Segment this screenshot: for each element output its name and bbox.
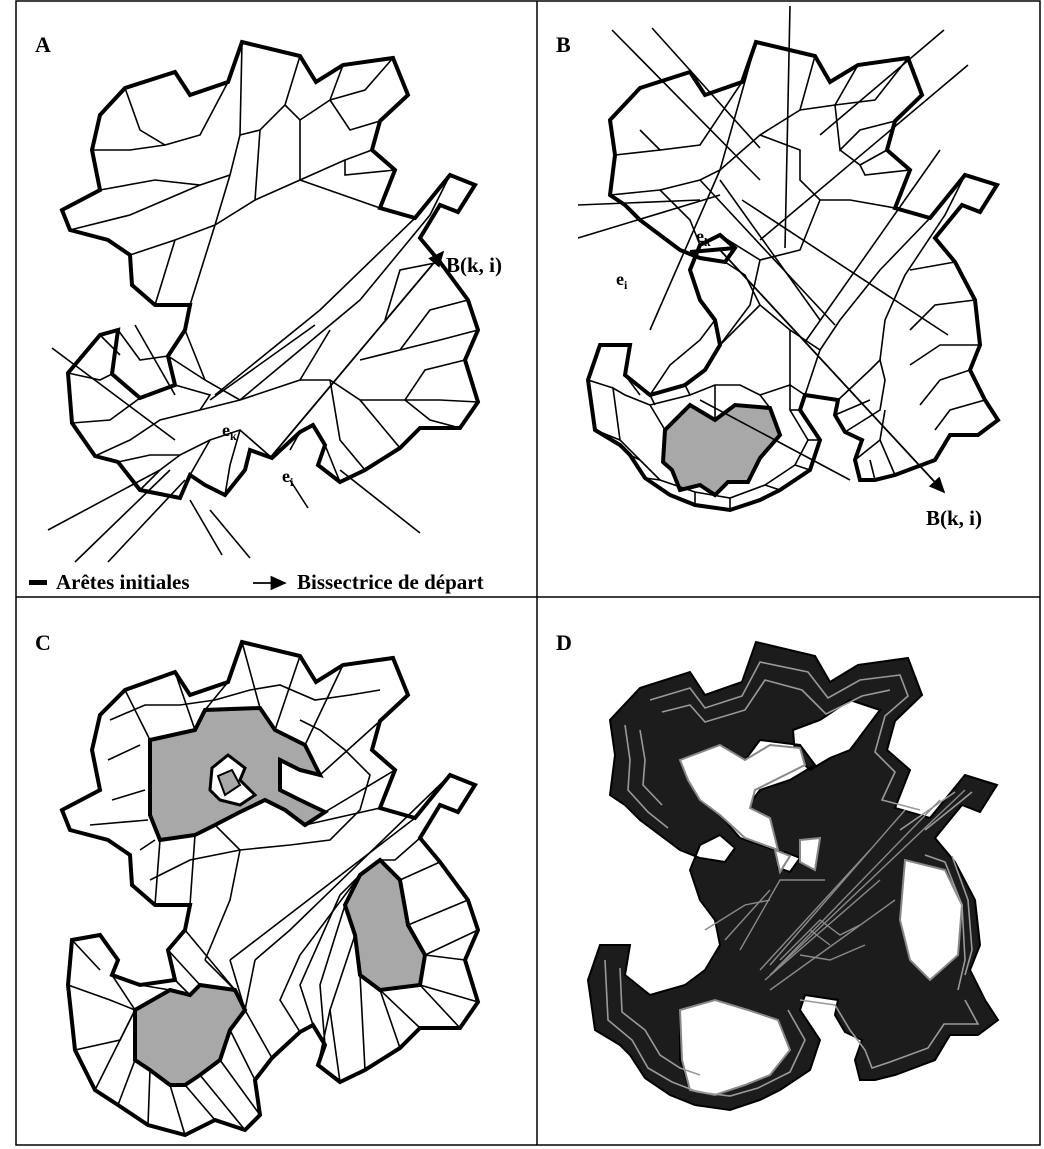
panel-a-ek-label: ek — [222, 420, 237, 443]
panel-c-shaded-regions — [135, 708, 425, 1085]
panel-b-ei-label: ei — [616, 269, 628, 292]
panel-a-arrow — [270, 252, 443, 458]
panel-b-bisectors — [578, 6, 968, 480]
legend: Arêtes initiales Bissectrice de départ — [29, 570, 484, 594]
panel-b: B — [556, 6, 998, 530]
legend-start-bisector: Bissectrice de départ — [297, 570, 484, 594]
panel-b-shaded-region — [663, 405, 780, 495]
legend-initial-edge-swatch — [29, 580, 47, 585]
panel-label-b: B — [556, 32, 571, 57]
panel-a-ei-label: ei — [282, 466, 294, 489]
panel-a-outline — [62, 42, 478, 498]
panel-b-ek-label: ek — [696, 226, 711, 249]
panel-label-c: C — [35, 630, 51, 655]
panel-d: D — [556, 630, 998, 1110]
panel-c-skeleton — [68, 642, 478, 1135]
legend-initial-edges: Arêtes initiales — [56, 570, 190, 594]
panel-b-inner-rings — [588, 42, 985, 510]
panel-label-a: A — [35, 32, 51, 57]
panel-a-bisectors — [48, 325, 420, 562]
panel-label-d: D — [556, 630, 572, 655]
panel-b-bisector-label: B(k, i) — [926, 506, 982, 530]
panel-c-outline — [62, 642, 478, 1135]
panel-b-outline — [588, 42, 998, 510]
panel-c: C — [35, 630, 478, 1135]
panel-a: A — [29, 32, 502, 594]
panel-a-bisector-label: B(k, i) — [446, 253, 502, 277]
